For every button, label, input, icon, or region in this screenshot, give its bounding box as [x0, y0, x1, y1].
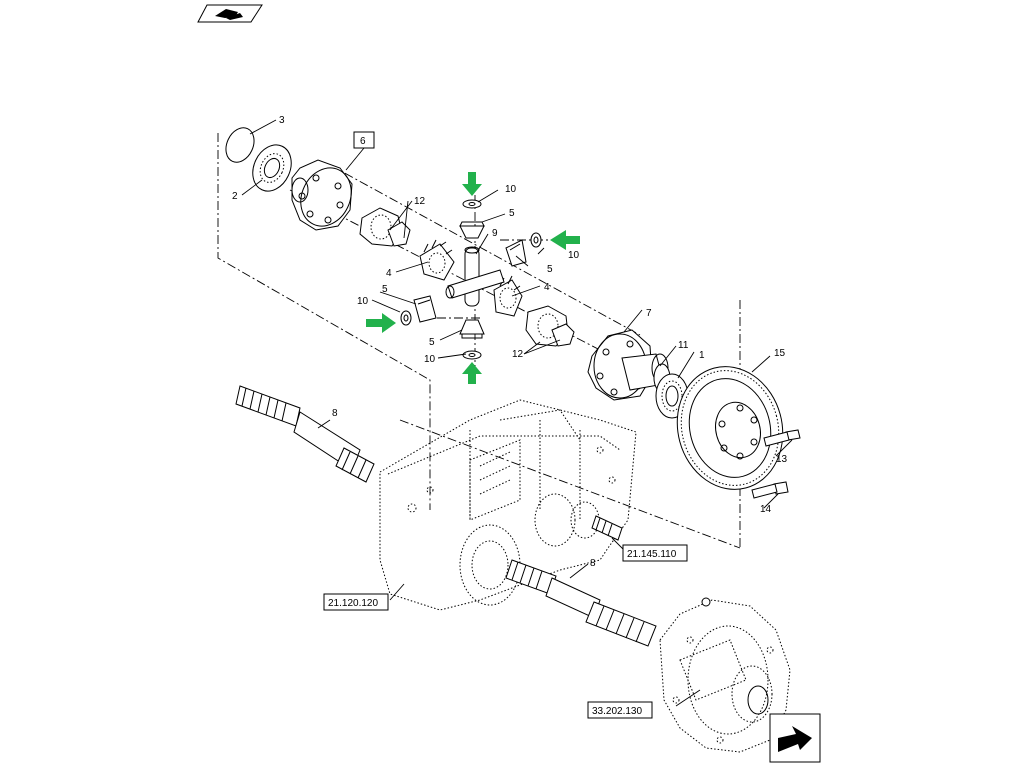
callout-12-upper: 12 [414, 196, 426, 207]
output-stub-shaft [591, 515, 623, 541]
callout-numbers: 3 2 12 10 5 9 10 5 4 4 5 10 5 12 10 7 11… [232, 115, 788, 569]
reference-box-21-145-110[interactable]: 21.145.110 [622, 544, 688, 562]
green-arrow-bottom [462, 362, 482, 384]
thrust-washer-lower [525, 305, 575, 347]
bolt-upper [763, 429, 801, 447]
reference-label-33-202-130: 33.202.130 [592, 706, 642, 717]
callout-12-lower: 12 [512, 349, 524, 360]
callout-5-right: 5 [547, 264, 553, 275]
callout-4-lower: 4 [544, 282, 550, 293]
pinion-gear-right [505, 239, 527, 267]
callout-5-bottom: 5 [429, 337, 435, 348]
callout-4-upper: 4 [386, 268, 392, 279]
callout-2: 2 [232, 191, 238, 202]
washer-top [462, 199, 482, 209]
callout-6: 6 [360, 136, 366, 147]
crown-wheel [676, 366, 784, 490]
callout-1: 1 [699, 350, 705, 361]
callout-11: 11 [678, 340, 689, 351]
callout-5-top: 5 [509, 208, 515, 219]
callout-10-left: 10 [357, 296, 369, 307]
green-arrow-top [462, 172, 482, 196]
thrust-washer-upper [359, 207, 411, 247]
snap-ring [225, 127, 255, 163]
reference-label-21-145-110: 21.145.110 [627, 549, 677, 560]
callout-7: 7 [646, 308, 652, 319]
pinion-gear-top [459, 221, 485, 239]
differential-housing-right [587, 329, 669, 401]
callout-10-top: 10 [505, 184, 517, 195]
book-hand-icon[interactable] [197, 4, 263, 23]
callout-10-right: 10 [568, 250, 580, 261]
callout-14: 14 [760, 504, 772, 515]
callout-9: 9 [492, 228, 498, 239]
side-gear-lower [493, 275, 523, 317]
differential-housing-half [291, 159, 353, 231]
callout-13: 13 [776, 454, 788, 465]
pinion-gear-left [413, 295, 437, 323]
side-gear-upper [419, 239, 455, 281]
bolt-lower [751, 481, 789, 499]
reference-box-33-202-130[interactable]: 33.202.130 [587, 701, 653, 719]
callout-3: 3 [279, 115, 285, 126]
washer-right [530, 232, 542, 248]
reference-box-21-120-120[interactable]: 21.120.120 [323, 593, 389, 611]
callout-8-upper: 8 [332, 408, 338, 419]
green-arrow-right [550, 230, 580, 250]
axle-shaft-lower [505, 559, 657, 647]
pinion-gear-bottom [459, 319, 485, 339]
washer-bottom [462, 350, 482, 360]
green-arrow-left [366, 313, 396, 333]
reference-label-21-120-120: 21.120.120 [328, 598, 378, 609]
navigation-arrow-icon[interactable] [769, 713, 821, 763]
leader-lines [241, 119, 793, 707]
bearing-left [252, 144, 292, 192]
callout-10-bottom: 10 [424, 354, 436, 365]
callout-15: 15 [774, 348, 786, 359]
callout-6-box: 6 [353, 131, 375, 149]
differential-spider [445, 246, 505, 307]
axle-shaft-upper [235, 385, 375, 483]
brake-unit [659, 597, 791, 753]
washer-left [400, 310, 412, 326]
callout-5-left: 5 [382, 284, 388, 295]
callout-8-lower: 8 [590, 558, 596, 569]
